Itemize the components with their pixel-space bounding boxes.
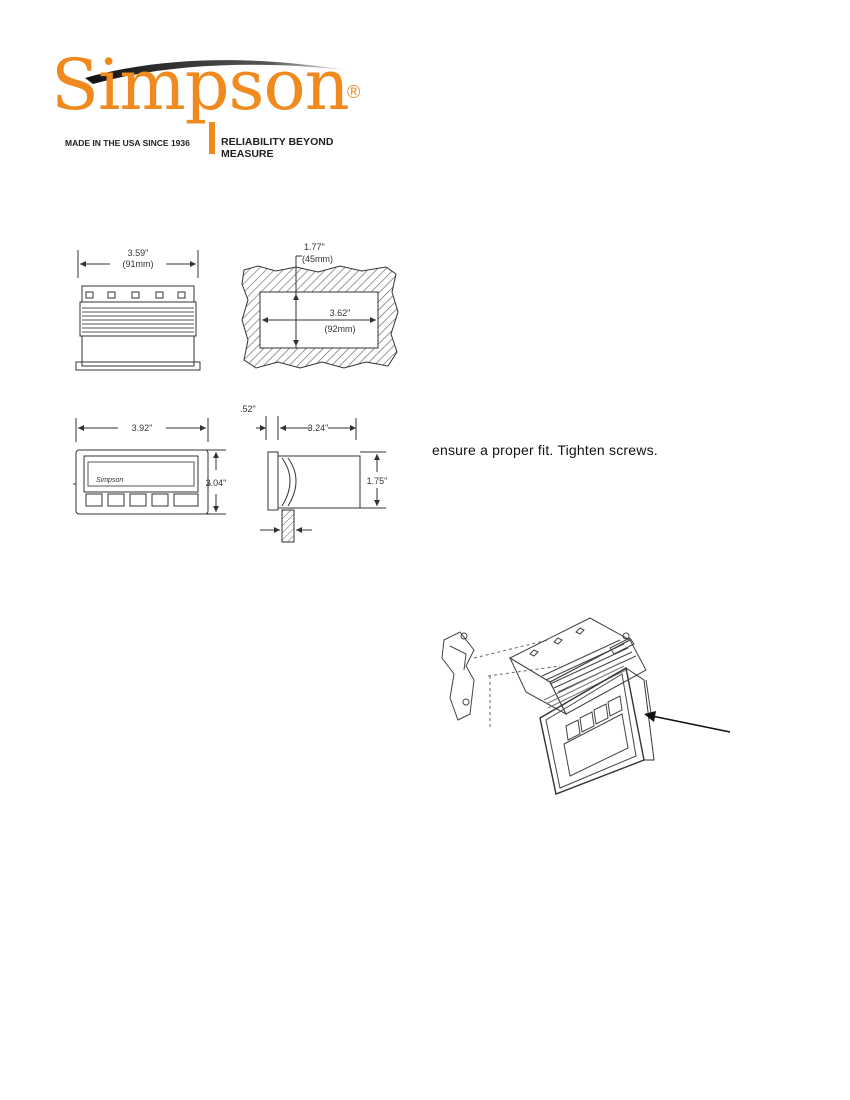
front-height: 2.04" [206,478,227,488]
mounting-illustration [430,610,740,795]
rear-width-mm: (91mm) [123,259,154,269]
case-height: 1.75" [367,476,388,486]
rear-width-in: 3.59" [128,248,149,258]
brand-name: Simpson [51,44,350,126]
cutout-width-mm: (92mm) [325,324,356,334]
front-width: 3.92" [132,423,153,433]
rear-view-drawing: 3.59" (91mm) [70,240,210,380]
front-view-drawing: 3.92" Simpson 2.04" [66,410,246,520]
brand-logo: Simpson ® MADE IN THE USA SINCE 1936 REL… [45,40,385,160]
slogan: RELIABILITY BEYOND MEASURE [221,136,334,160]
side-view-drawing: .52" 3.24" 1.75" [238,400,398,545]
panel-cutout-drawing: 1.77" (45mm) 3.62" (92mm) [236,240,406,380]
bezel-logo: Simpson [96,477,123,484]
case-depth: 3.24" [308,423,329,433]
instruction-text: ensure a proper fit. Tighten screws. [432,442,658,458]
logo-swoosh-icon [85,60,345,84]
cutout-height-mm: (45mm) [302,254,333,264]
cutout-width-in: 3.62" [330,308,351,318]
origin-tagline: MADE IN THE USA SINCE 1936 [65,138,190,148]
bezel-depth: .52" [240,404,256,414]
logo-descender [209,122,215,154]
registered-mark: ® [347,82,361,102]
cutout-height-in: 1.77" [304,242,325,252]
